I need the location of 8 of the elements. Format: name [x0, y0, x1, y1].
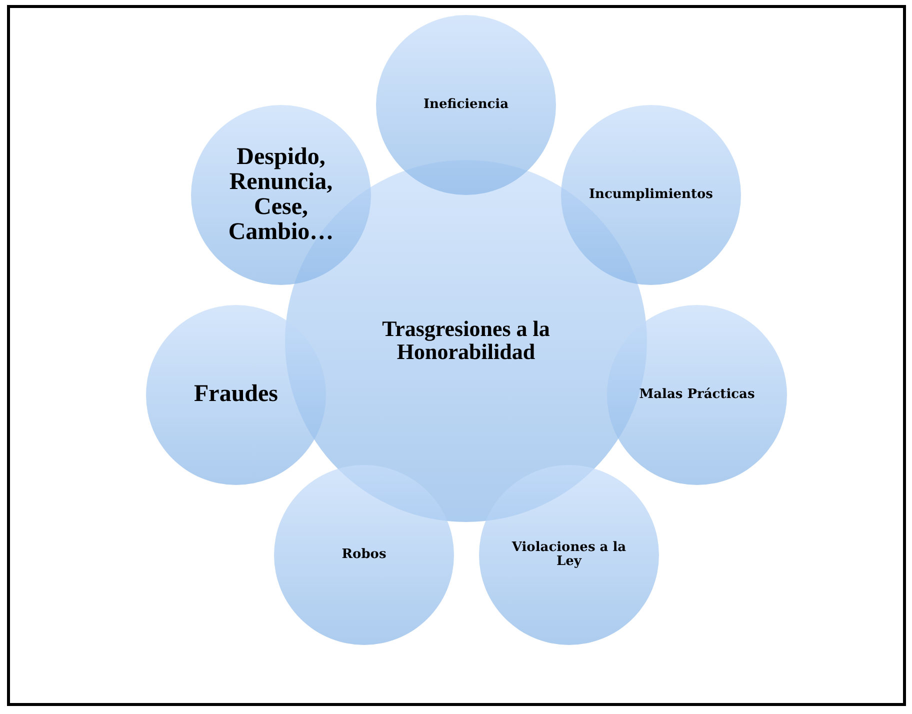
topic-label: Violaciones a la Ley — [510, 541, 628, 569]
topic-label: Trasgresiones a la Honorabilidad — [381, 316, 551, 364]
topic-label: Ineficiencia — [423, 98, 509, 112]
topic-label: Robos — [342, 548, 386, 562]
topic-label: Fraudes — [194, 382, 278, 408]
topic-label: Malas Prácticas — [639, 388, 755, 402]
topic-label: Despido, Renuncia, Cese, Cambio… — [227, 144, 335, 246]
topic-label: Incumplimientos — [588, 188, 714, 202]
